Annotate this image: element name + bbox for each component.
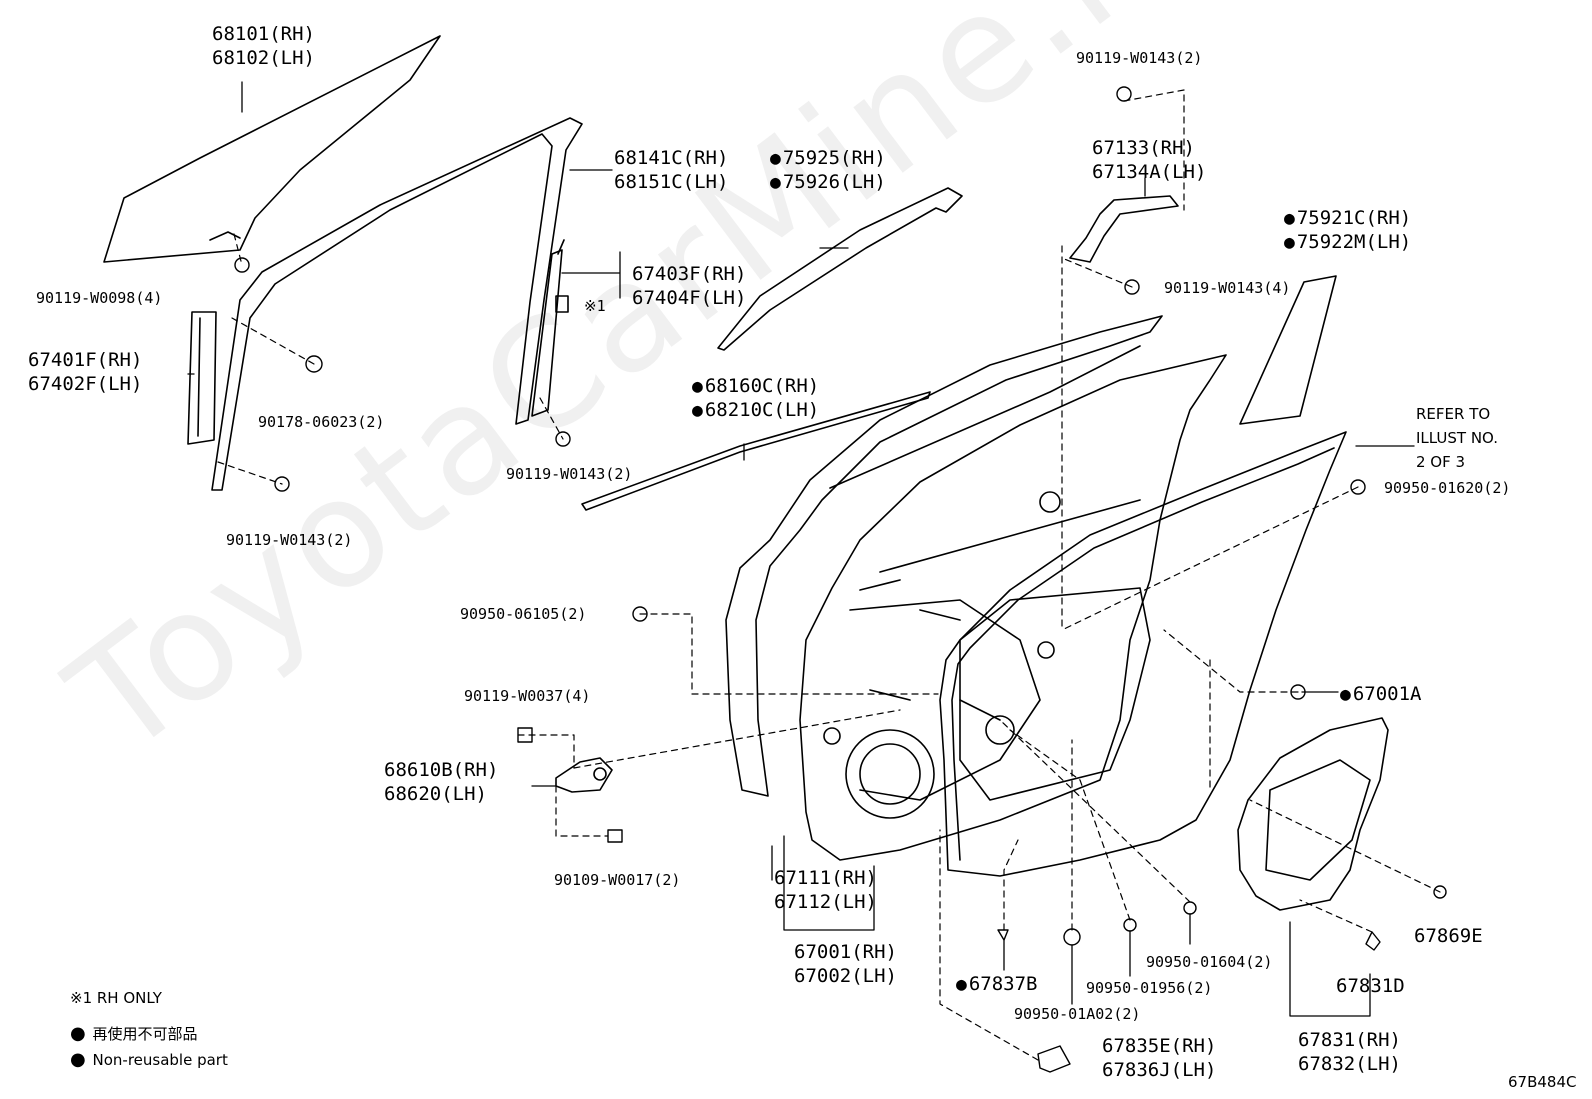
label-plug-956: 90950-01956(2)	[1086, 979, 1213, 997]
label-frame-bolt: 90119-W0143(4)	[1164, 279, 1291, 297]
front-run-channel	[187, 311, 217, 445]
label-hinge-bolt-lower: 90109-W0017(2)	[554, 871, 681, 889]
label-clip-right: 90950-01620(2)	[1384, 479, 1511, 497]
legend-jp: ● 再使用不可部品	[70, 1023, 198, 1044]
label-belt-lh: ●68210C(LH)	[692, 399, 820, 421]
legend-en: ● Non-reusable part	[70, 1049, 228, 1070]
label-rear-run-bolt: 90119-W0143(2)	[506, 465, 633, 483]
label-moulding-lh: ●75926(LH)	[770, 171, 886, 193]
label-glass-rh: 68101(RH)	[212, 23, 315, 45]
label-door-lh: 67002(LH)	[794, 965, 897, 987]
label-refer-3: 2 OF 3	[1416, 453, 1466, 471]
label-clip-d: 67831D	[1336, 975, 1405, 997]
leader-lines	[187, 81, 1415, 1017]
belt-weatherstrip	[581, 391, 931, 511]
run-channel-arc	[211, 117, 583, 491]
label-rear-run-lh: 67404F(LH)	[632, 287, 747, 309]
label-rear-run-rh: 67403F(RH)	[632, 263, 747, 285]
label-run-channel-lh: 68151C(LH)	[614, 171, 729, 193]
label-moulding-rh: ●75925(RH)	[770, 147, 886, 169]
rear-lower-run	[531, 239, 569, 417]
dashed-lines	[217, 89, 1441, 1061]
label-outer-rh: 67111(RH)	[774, 867, 877, 889]
legend-rh-only: ※1 RH ONLY	[70, 989, 162, 1007]
label-run-front-bolt: 90119-W0143(2)	[226, 531, 353, 549]
door-glass	[103, 35, 441, 263]
label-plug-a: ●67001A	[1340, 683, 1422, 705]
hinge	[555, 757, 613, 793]
label-frame-rh: 67133(RH)	[1092, 137, 1195, 159]
label-glass-lh: 68102(LH)	[212, 47, 315, 69]
label-outer-lh: 67112(LH)	[774, 891, 877, 913]
frame-sash-bracket	[1069, 195, 1179, 263]
label-door-rh: 67001(RH)	[794, 941, 897, 963]
label-clip-b: ●67837B	[956, 973, 1038, 995]
pillar-garnish	[1239, 275, 1337, 425]
fasteners	[234, 86, 1447, 1073]
label-run-front-nut: 90178-06023(2)	[258, 413, 385, 431]
label-plug-left: 90950-06105(2)	[460, 605, 587, 623]
diagram-code: 67B484C	[1508, 1073, 1577, 1091]
label-refer-2: ILLUST NO.	[1416, 429, 1499, 447]
label-hinge-bolt: 90119-W0037(4)	[464, 687, 591, 705]
door-inner-frame	[799, 354, 1227, 861]
label-run-front-rh: 67401F(RH)	[28, 349, 143, 371]
label-service-cover-rh: 67831(RH)	[1298, 1029, 1401, 1051]
label-garnish-lh: ●75922M(LH)	[1284, 231, 1412, 253]
label-frame-lh: 67134A(LH)	[1092, 161, 1207, 183]
label-refer-1: REFER TO	[1416, 405, 1491, 423]
label-top-bolt: 90119-W0143(2)	[1076, 49, 1203, 67]
label-glass-bolt: 90119-W0098(4)	[36, 289, 163, 307]
service-hole-cover	[1237, 717, 1389, 911]
label-run-channel-rh: 68141C(RH)	[614, 147, 729, 169]
door-weatherstrip	[939, 431, 1347, 877]
label-cover-rh: 67835E(RH)	[1102, 1035, 1217, 1057]
label-hinge-rh: 68610B(RH)	[384, 759, 499, 781]
label-rear-run-note: ※1	[584, 297, 606, 315]
label-clip-e: 67869E	[1414, 925, 1483, 947]
label-service-cover-lh: 67832(LH)	[1298, 1053, 1401, 1075]
outer-panel	[725, 315, 1163, 797]
upper-moulding	[717, 187, 963, 351]
label-run-front-lh: 67402F(LH)	[28, 373, 143, 395]
label-cover-lh: 67836J(LH)	[1102, 1059, 1217, 1081]
label-plug-a02: 90950-01A02(2)	[1014, 1005, 1141, 1023]
label-belt-rh: ●68160C(RH)	[692, 375, 820, 397]
label-garnish-rh: ●75921C(RH)	[1284, 207, 1412, 229]
label-plug-604: 90950-01604(2)	[1146, 953, 1273, 971]
label-hinge-lh: 68620(LH)	[384, 783, 487, 805]
